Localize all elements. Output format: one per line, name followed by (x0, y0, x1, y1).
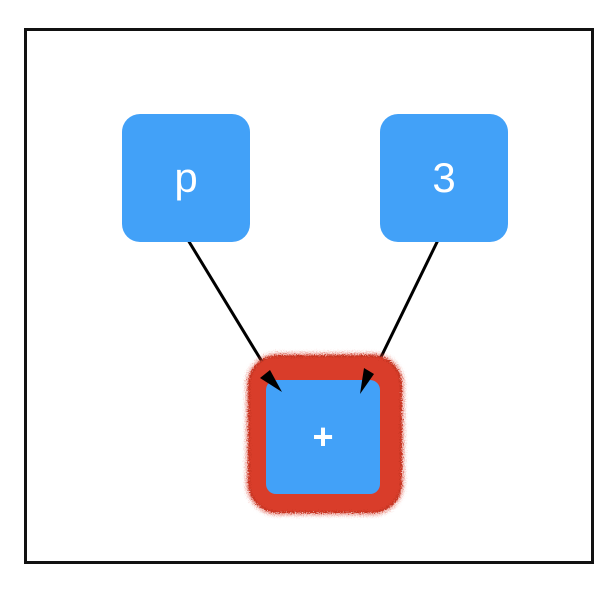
node-p-label: p (174, 154, 198, 201)
node-plus: + (266, 380, 380, 494)
node-three: 3 (380, 114, 508, 242)
node-p: p (122, 114, 250, 242)
node-three-label: 3 (432, 154, 456, 201)
node-plus-label: + (312, 416, 334, 457)
